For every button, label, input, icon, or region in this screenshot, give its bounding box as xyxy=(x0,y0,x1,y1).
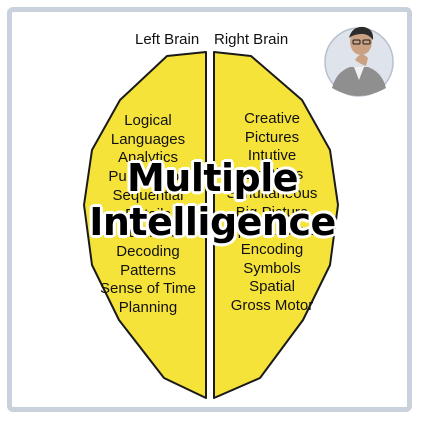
list-item: Planning xyxy=(118,299,178,317)
list-item: Details xyxy=(125,205,171,223)
left-brain-traits: Logical Languages Analytics Punctuation … xyxy=(88,112,208,318)
list-item: Numbers xyxy=(117,224,179,242)
right-hemisphere xyxy=(213,51,339,399)
list-item: Logical xyxy=(124,112,172,129)
list-item: Creative xyxy=(244,110,300,127)
list-item: Languages xyxy=(110,130,186,148)
title-line-2: Intelligence xyxy=(89,200,336,244)
list-item: Punctuation xyxy=(108,168,188,186)
right-brain-traits: Creative Pictures Intutive Emotions Simu… xyxy=(216,110,328,316)
list-item: Big Picture xyxy=(235,203,309,221)
person-avatar-icon xyxy=(324,26,394,97)
list-item: Emotions xyxy=(240,166,304,184)
left-hemisphere xyxy=(83,51,207,399)
list-item: Sense of Time xyxy=(100,280,196,298)
list-item: Encoding xyxy=(240,240,304,258)
list-item: Gross Motor xyxy=(230,297,314,315)
right-brain-label: Right Brain xyxy=(214,31,289,48)
list-item: Pictures xyxy=(244,128,300,146)
list-item: Simultaneous xyxy=(226,184,318,202)
list-item: Decoding xyxy=(116,242,180,260)
list-item: Intutive xyxy=(247,147,297,165)
list-item: Spatial xyxy=(249,278,295,296)
title-line-1: Multiple xyxy=(126,156,299,200)
list-item: Sequential xyxy=(112,186,184,204)
list-item: Patterns xyxy=(120,261,176,279)
list-item: Spontaneous xyxy=(227,222,317,240)
left-brain-label: Left Brain xyxy=(135,31,200,48)
list-item: Symbols xyxy=(243,259,301,277)
list-item: Analytics xyxy=(117,149,179,167)
